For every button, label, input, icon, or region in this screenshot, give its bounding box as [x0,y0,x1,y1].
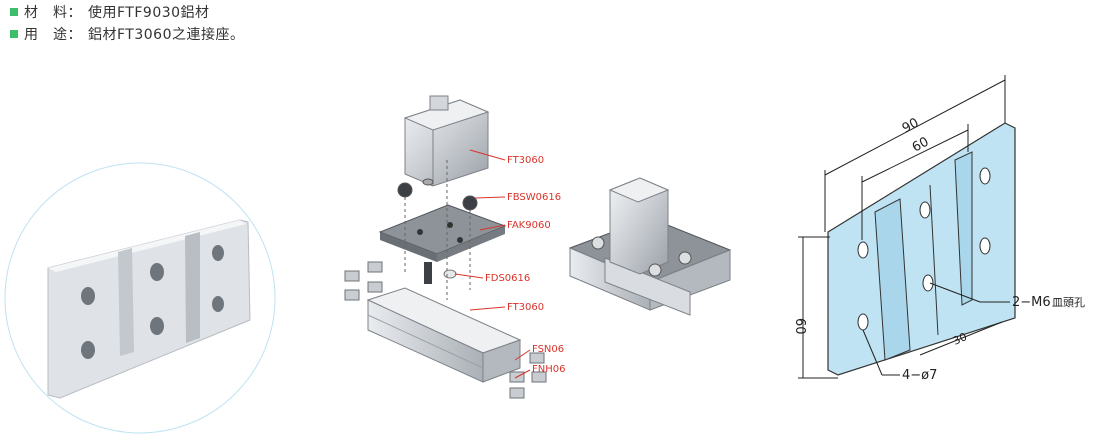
label-fnh06: FNH06 [532,364,565,375]
hole-m6-note: 皿頭孔 [1052,296,1085,309]
dim-60-top: 60 [910,135,932,156]
label-fak9060: FAK9060 [507,220,551,231]
label-ft3060-top: FT3060 [507,155,544,166]
dim-60-left: 60 [792,318,807,335]
assembled-view [568,177,732,316]
usage-value: 鋁材FT3060之連接座。 [88,27,245,43]
label-ft3060-bottom: FT3060 [507,302,544,313]
label-fds0616: FDS0616 [485,273,530,284]
label-fbsw0616: FBSW0616 [507,192,561,203]
bullet-icon [10,30,18,38]
dimension-drawing: 90 60 60 30 2−M6 皿頭孔 4−ø7 [792,75,1085,383]
hole-m6-label: 2−M6 [1012,295,1051,310]
material-label: 材 料： [24,5,82,21]
bullet-icon [10,8,18,16]
usage-label: 用 途： [24,27,82,43]
part-leaders [454,149,531,379]
dim-30: 30 [951,330,969,348]
dim-90: 90 [900,116,922,137]
label-fsn06: FSN06 [532,344,564,355]
product-photo [4,162,276,434]
spec-material: 材 料： 使用FTF9030鋁材 [10,2,210,22]
spec-usage: 用 途： 鋁材FT3060之連接座。 [10,24,245,44]
material-value: 使用FTF9030鋁材 [88,5,210,21]
exploded-assembly [344,95,547,399]
hole-d7-label: 4−ø7 [902,368,937,383]
